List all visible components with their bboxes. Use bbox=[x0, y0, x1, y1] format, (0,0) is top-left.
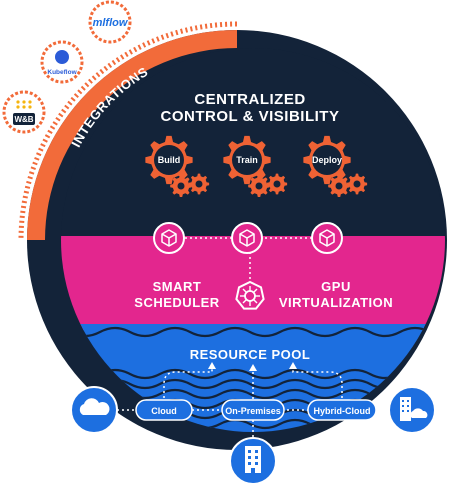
small-gear-hole bbox=[273, 180, 281, 188]
small-gear-hole bbox=[195, 180, 203, 188]
integration-wandb[interactable]: W&B bbox=[2, 90, 46, 134]
kubeflow-logo bbox=[55, 50, 69, 64]
integration-kubeflow[interactable]: Kubeflow bbox=[40, 40, 84, 84]
smart-scheduler-line-1: SMART bbox=[153, 279, 202, 294]
workflow-label: Build bbox=[158, 155, 181, 165]
hybrid-cloud-icon bbox=[388, 386, 436, 434]
integrations-band bbox=[27, 30, 237, 240]
kubeflow-text: Kubeflow bbox=[47, 69, 77, 76]
on-premises-label: On-Premises bbox=[225, 406, 281, 416]
arrow-heads bbox=[208, 362, 297, 371]
integrations-band-edge bbox=[18, 21, 238, 241]
wandb-text: W&B bbox=[14, 115, 33, 124]
gpu-virtualization-line-1: GPU bbox=[321, 279, 351, 294]
gear-hole bbox=[154, 145, 184, 175]
cloud-icon bbox=[70, 386, 118, 434]
small-gear-hole bbox=[255, 182, 263, 190]
wandb-logo bbox=[16, 100, 32, 109]
gear-hole bbox=[312, 145, 342, 175]
source-cloud[interactable]: Cloud bbox=[135, 399, 193, 421]
title-line-2: CONTROL & VISIBILITY bbox=[161, 108, 340, 125]
small-gear-hole bbox=[177, 182, 185, 190]
smart-scheduler-line-2: SCHEDULER bbox=[134, 295, 220, 310]
gear-hole bbox=[232, 145, 262, 175]
container-cube-icon bbox=[311, 222, 343, 254]
mlflow-logo: mlflow bbox=[93, 17, 129, 29]
hybrid-cloud-label: Hybrid-Cloud bbox=[314, 406, 371, 416]
building-icon bbox=[229, 437, 277, 484]
workflow-label: Train bbox=[236, 155, 258, 165]
workflow-deploy[interactable]: Deploy bbox=[303, 135, 368, 198]
integration-mlflow[interactable]: mlflow bbox=[88, 0, 132, 44]
title-line-1: CENTRALIZED bbox=[194, 91, 305, 108]
small-gear-hole bbox=[353, 180, 361, 188]
workflow-train[interactable]: Train bbox=[223, 135, 288, 198]
container-cube-icon bbox=[231, 222, 263, 254]
resource-pool-label: RESOURCE POOL bbox=[190, 347, 311, 362]
gpu-virtualization-line-2: VIRTUALIZATION bbox=[279, 295, 393, 310]
container-cube-icon bbox=[153, 222, 185, 254]
small-gear-hole bbox=[335, 182, 343, 190]
source-hybrid-cloud[interactable]: Hybrid-Cloud bbox=[307, 399, 377, 421]
source-arrows bbox=[163, 368, 343, 404]
source-on-premises[interactable]: On-Premises bbox=[221, 399, 285, 421]
workflow-build[interactable]: Build bbox=[145, 135, 210, 198]
cloud-label: Cloud bbox=[151, 406, 177, 416]
kubernetes-icon bbox=[235, 280, 265, 310]
workflow-label: Deploy bbox=[312, 155, 342, 165]
